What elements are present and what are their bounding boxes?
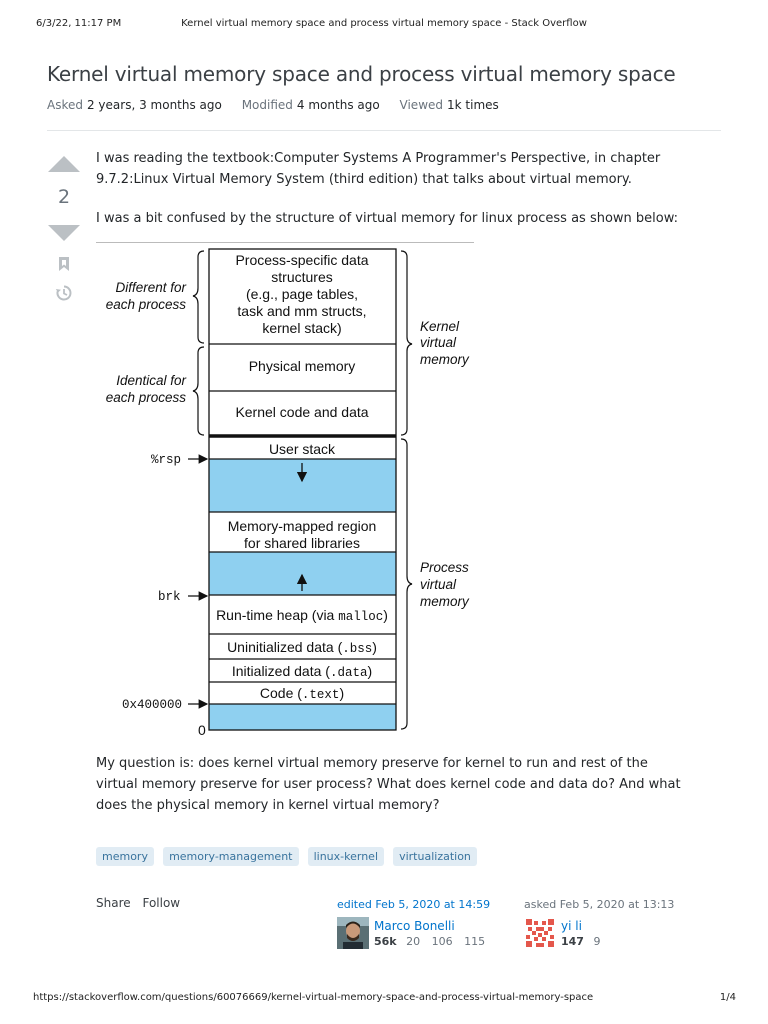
label-process: Process — [420, 560, 469, 575]
share-link[interactable]: Share — [96, 896, 131, 910]
print-url: https://stackoverflow.com/questions/6007… — [33, 992, 594, 1003]
tag-list: memory memory-management linux-kernel vi… — [96, 845, 481, 867]
reputation-score: 147 — [561, 935, 584, 948]
tag-linux-kernel[interactable]: linux-kernel — [307, 847, 384, 866]
region-label: Physical memory — [249, 358, 356, 374]
region-label: task and mm structs, — [237, 303, 366, 319]
region-label: User stack — [269, 441, 336, 457]
viewed-value: 1k times — [447, 98, 499, 112]
follow-link[interactable]: Follow — [142, 896, 181, 910]
region-label: Process-specific data — [235, 252, 368, 268]
gold-badge-count: 20 — [406, 935, 421, 948]
asked-value: 2 years, 3 months ago — [86, 98, 222, 112]
avatar[interactable] — [337, 917, 369, 949]
owner-signature: asked Feb 5, 2020 at 13:13 yi li 147 9 — [524, 898, 714, 951]
region-label: Kernel code and data — [235, 404, 368, 420]
bookmark-icon[interactable] — [57, 256, 71, 272]
question-body-paragraph: I was a bit confused by the structure of… — [96, 211, 679, 226]
region-label: (e.g., page tables, — [246, 286, 358, 302]
pointer-brk: brk — [158, 590, 181, 604]
pointer-rsp: %rsp — [151, 453, 181, 467]
region-label: structures — [271, 269, 332, 285]
question-body-paragraph: I was reading the textbook:Computer Syst… — [96, 151, 661, 187]
bronze-badge-count: 115 — [464, 935, 486, 948]
vote-count: 2 — [57, 186, 71, 208]
tag-memory[interactable]: memory — [96, 847, 154, 866]
region-label: Memory-mapped region — [228, 518, 377, 534]
region-label: kernel stack) — [262, 320, 341, 336]
label-identical: each process — [106, 390, 187, 405]
label-kernel: virtual — [420, 335, 457, 350]
user-stats: 56k 20 106 115 — [374, 935, 493, 948]
viewed-label: Viewed — [399, 98, 444, 112]
reputation-score: 56k — [374, 935, 397, 948]
virtual-memory-diagram: Process-specific data structures (e.g., … — [106, 248, 470, 738]
upvote-arrow-icon[interactable] — [48, 156, 80, 172]
pointer-zero: 0 — [198, 722, 206, 738]
post-menu: Share Follow — [96, 896, 188, 910]
region-label: Run-time heap (via malloc) — [216, 607, 388, 624]
right-brace-process — [400, 438, 413, 730]
user-name-link[interactable]: Marco Bonelli — [374, 919, 455, 933]
question-title[interactable]: Kernel virtual memory space and process … — [47, 62, 676, 86]
user-stats: 147 9 — [561, 935, 608, 948]
bronze-badge-count: 9 — [593, 935, 601, 948]
modified-label: Modified — [241, 98, 293, 112]
left-brace-different — [192, 250, 205, 344]
print-date: 6/3/22, 11:17 PM — [36, 18, 122, 29]
label-kernel: Kernel — [420, 319, 460, 334]
free-region-bottom — [209, 704, 396, 730]
region-label: Initialized data (.data) — [232, 663, 372, 680]
right-brace-kernel — [400, 250, 413, 436]
history-icon[interactable] — [55, 284, 73, 302]
label-process: memory — [420, 594, 470, 609]
tag-memory-management[interactable]: memory-management — [163, 847, 299, 866]
region-label: Uninitialized data (.bss) — [227, 639, 377, 656]
region-label: Code (.text) — [260, 685, 344, 702]
print-page-number: 1/4 — [719, 992, 736, 1003]
asked-label: Asked — [47, 98, 83, 112]
question-body-paragraph: My question is: does kernel virtual memo… — [96, 756, 681, 813]
print-footer: https://stackoverflow.com/questions/6007… — [0, 992, 768, 1006]
editor-signature: edited Feb 5, 2020 at 14:59 Marco Bonell… — [337, 898, 517, 951]
print-header: 6/3/22, 11:17 PM Kernel virtual memory s… — [0, 18, 768, 32]
region-label: for shared libraries — [244, 535, 360, 551]
title-divider — [47, 130, 721, 131]
pointer-addr: 0x400000 — [122, 698, 182, 712]
user-name-link[interactable]: yi li — [561, 919, 582, 933]
label-different: Different for — [115, 280, 186, 295]
asked-time: asked Feb 5, 2020 at 13:13 — [524, 898, 675, 911]
identicon-avatar[interactable] — [524, 917, 556, 949]
modified-value[interactable]: 4 months ago — [296, 98, 380, 112]
silver-badge-count: 106 — [431, 935, 453, 948]
edited-time-link[interactable]: edited Feb 5, 2020 at 14:59 — [337, 898, 491, 911]
figure-divider — [96, 242, 474, 243]
downvote-arrow-icon[interactable] — [48, 225, 80, 241]
print-title: Kernel virtual memory space and process … — [181, 18, 587, 29]
left-brace-identical — [192, 346, 205, 436]
tag-virtualization[interactable]: virtualization — [393, 847, 477, 866]
label-different: each process — [106, 297, 187, 312]
label-identical: Identical for — [116, 373, 186, 388]
label-process: virtual — [420, 577, 457, 592]
label-kernel: memory — [420, 352, 470, 367]
